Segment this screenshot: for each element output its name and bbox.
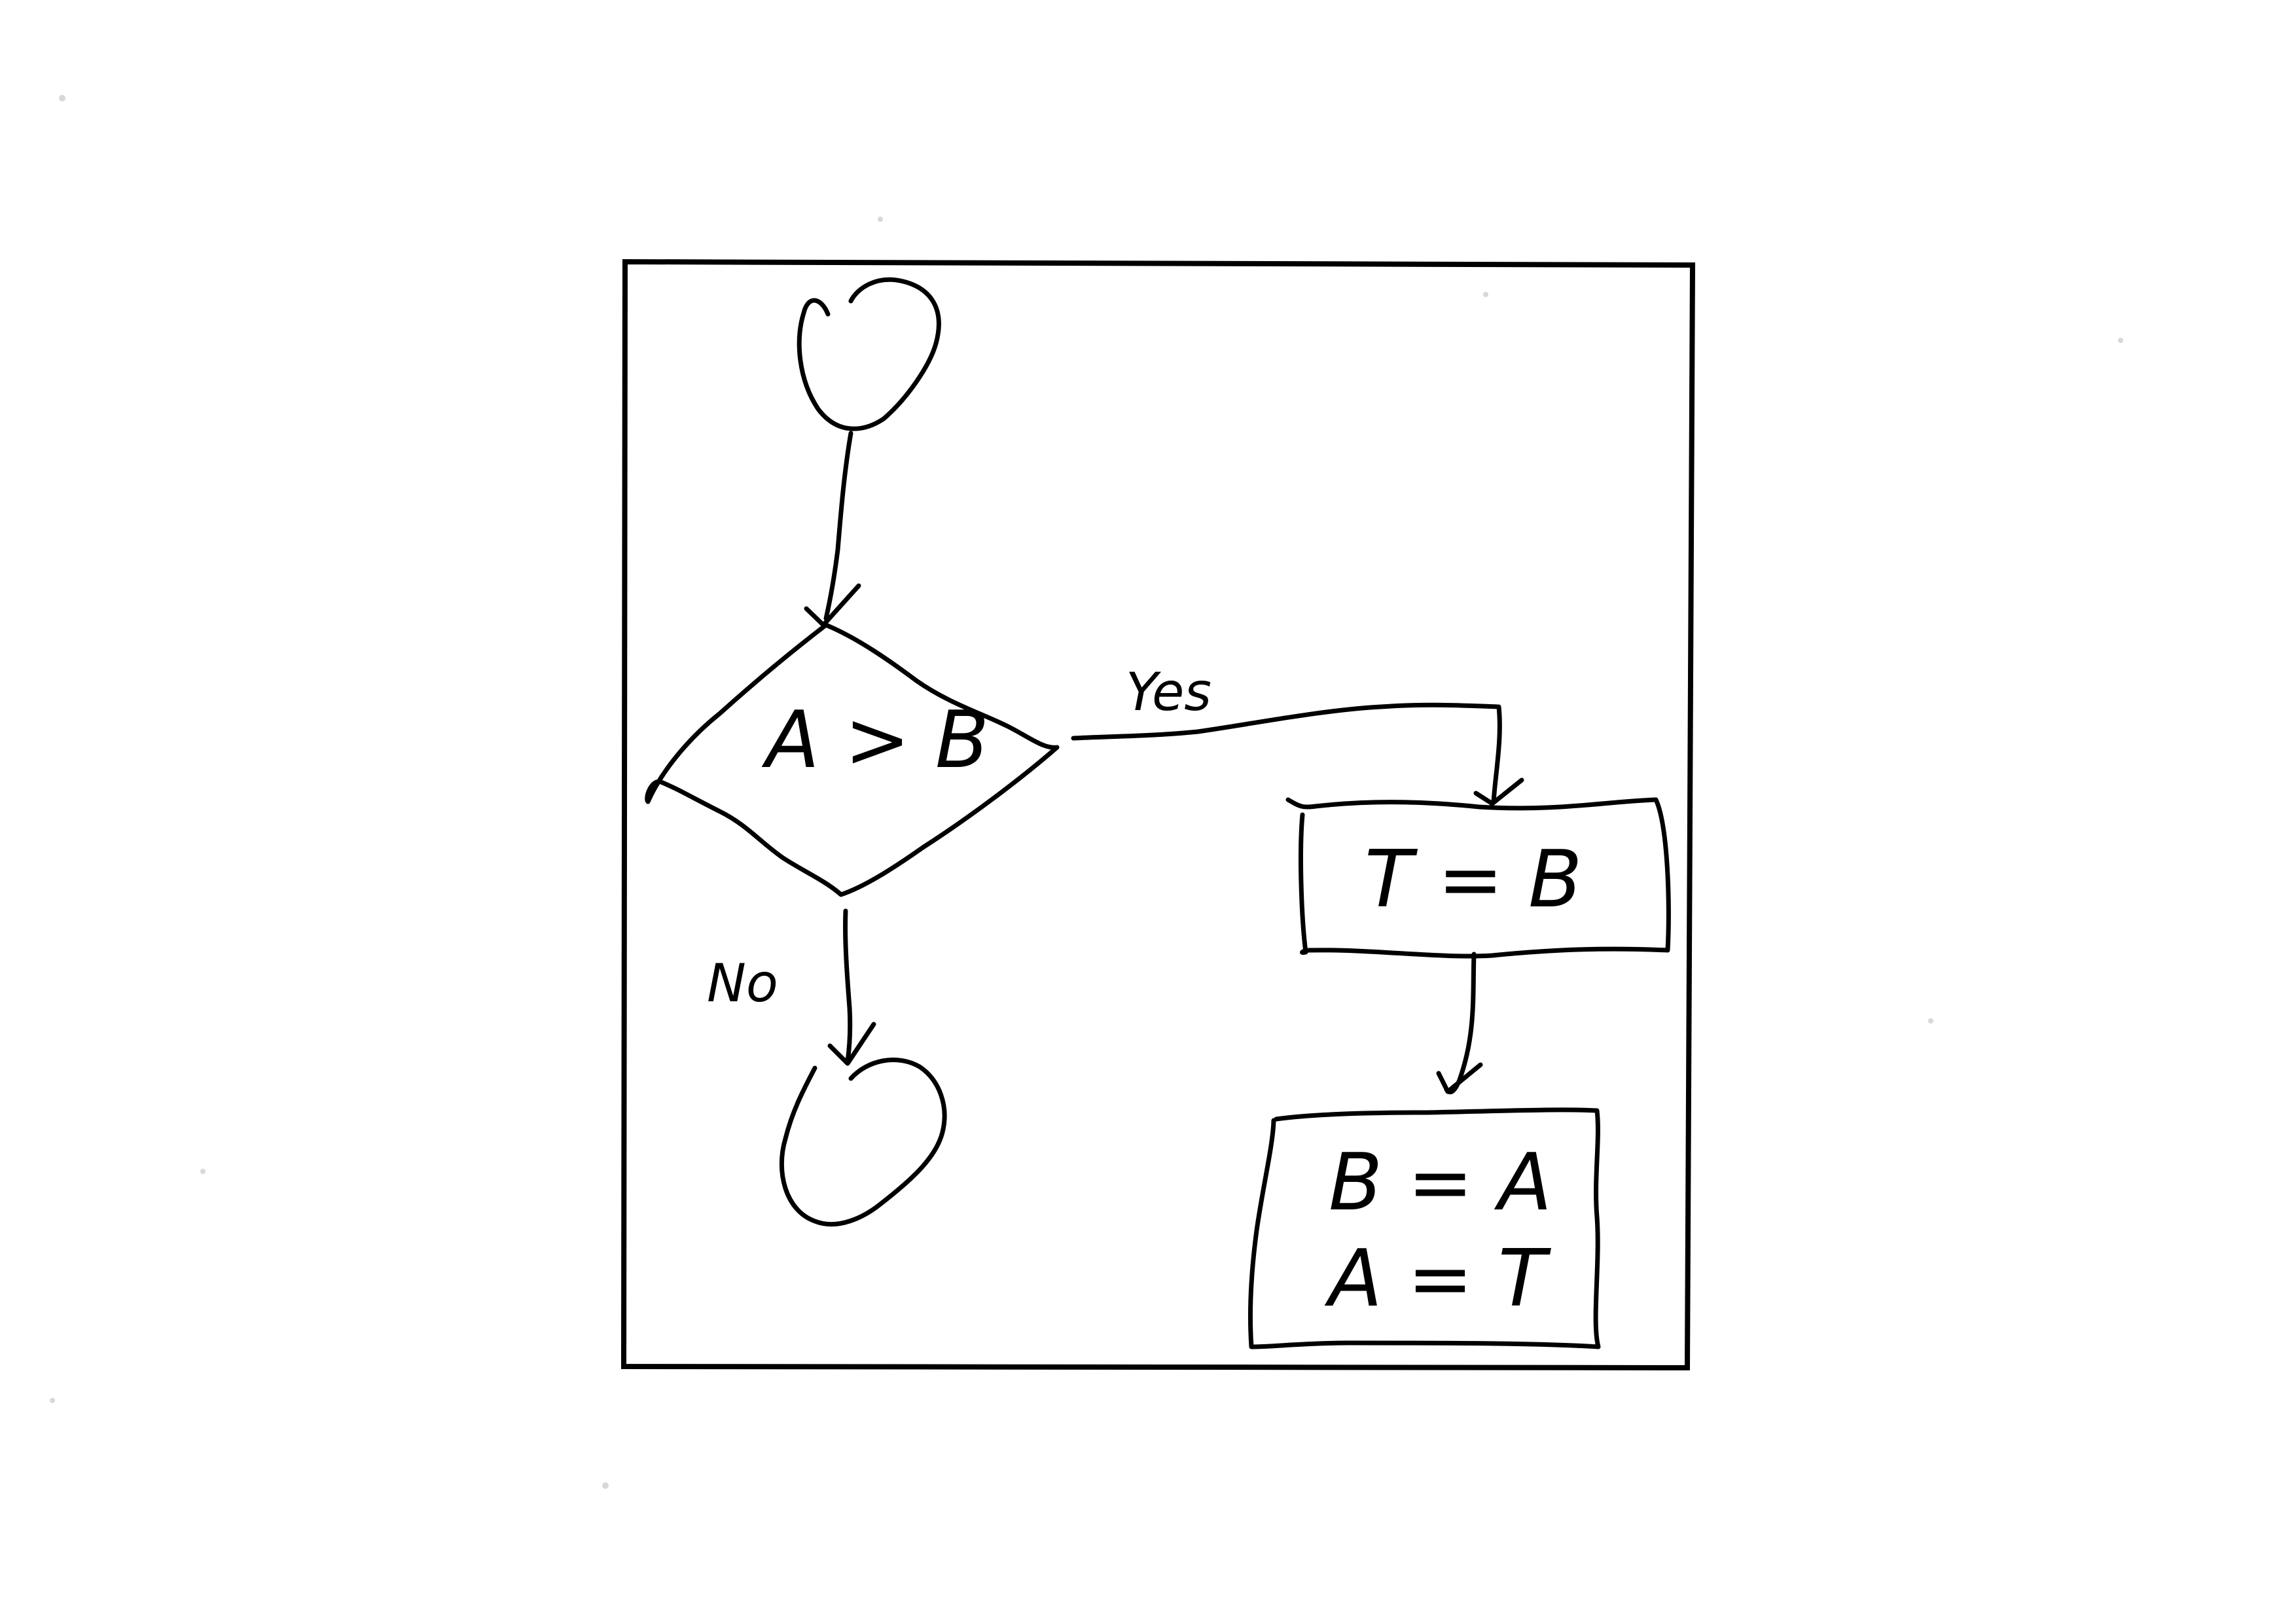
edge-no-label: No xyxy=(707,953,778,1014)
arrow-process-1-to-process-2 xyxy=(1444,952,1477,1095)
decision-text: A > B xyxy=(761,695,989,786)
edge-yes-label: Yes xyxy=(1126,662,1211,722)
arrow-yes-to-process-1 xyxy=(1071,702,1502,804)
arrow-start-to-decision xyxy=(823,431,853,621)
process-2-line-2: A = T xyxy=(1324,1234,1552,1325)
arrowhead-no xyxy=(827,1022,876,1066)
decision-diamond xyxy=(645,622,1060,897)
end-terminal xyxy=(779,1058,947,1227)
process-1-box xyxy=(1285,797,1671,959)
process-2-line-1: B = A xyxy=(1329,1137,1552,1228)
outer-frame xyxy=(620,259,1696,1371)
process-1-text: T = B xyxy=(1365,834,1582,925)
arrowhead-yes xyxy=(1473,777,1524,806)
arrow-no-to-end xyxy=(843,908,853,1064)
paper-specks xyxy=(50,95,2123,1489)
start-terminal xyxy=(797,277,941,431)
arrowhead-process-2 xyxy=(1436,1062,1483,1094)
process-2-box xyxy=(1247,1107,1601,1349)
